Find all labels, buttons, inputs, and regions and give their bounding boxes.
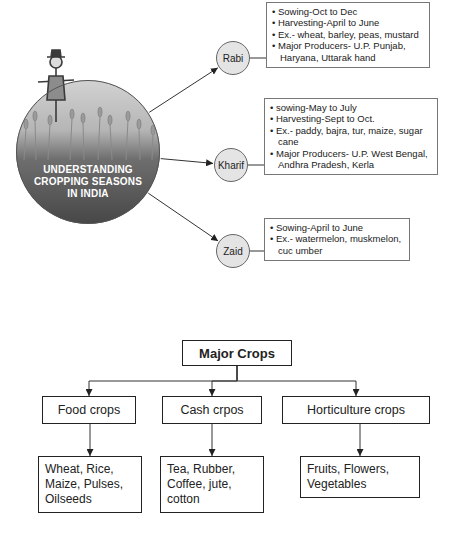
season-box: • sowing-May to July• Harvesting-Sept to… (264, 98, 438, 175)
scarecrow (38, 50, 74, 122)
season-detail: • Ex.- paddy, bajra, tur, maize, sugar c… (270, 125, 432, 148)
connector-arrow (161, 159, 213, 164)
root-heading: Major Crops (199, 346, 275, 361)
connector-line (250, 58, 266, 59)
crop-list: Tea, Rubber, Coffee, jute, cotton (167, 462, 257, 507)
connector-arrow (90, 424, 91, 456)
connector-arrow (237, 366, 356, 396)
season-name: Zaid (223, 246, 242, 257)
season-name: Rabi (223, 53, 244, 64)
field-circle (16, 80, 160, 224)
crop-list: Fruits, Flowers, Vegetables (307, 462, 413, 492)
category-box: Horticulture crops (282, 396, 430, 424)
connector-line (250, 251, 264, 252)
root-box: Major Crops (182, 340, 292, 366)
crop-list-box: Fruits, Flowers, Vegetables (300, 456, 420, 498)
title-text: UNDERSTANDING CROPPING SEASONS IN INDIA (32, 164, 144, 200)
season-name: Kharif (218, 160, 244, 171)
connector-arrow (149, 68, 218, 113)
crop-list-box: Tea, Rubber, Coffee, jute, cotton (160, 456, 264, 513)
connector-arrow (148, 193, 218, 241)
season-detail: • Sowing-Oct to Dec (272, 6, 424, 17)
title-circle: UNDERSTANDING CROPPING SEASONS IN INDIA (16, 80, 160, 224)
connector-line (248, 165, 264, 166)
season-detail: • Harvesting-Sept to Oct. (270, 113, 432, 124)
category-name: Food crops (58, 403, 121, 417)
connector-arrow (212, 424, 213, 456)
season-detail: • sowing-May to July (270, 102, 432, 113)
season-detail: • Major Producers- U.P. Punjab, Haryana,… (272, 40, 424, 63)
season-detail: • Major Producers- U.P. West Bengal, And… (270, 148, 432, 171)
season-box: • Sowing-April to June• Ex.- watermelon,… (264, 218, 410, 261)
circle-outline (16, 80, 160, 224)
crop-list: Wheat, Rice, Maize, Pulses, Oilseeds (45, 462, 135, 507)
season-detail: • Harvesting-April to June (272, 17, 424, 28)
season-detail: • Sowing-April to June (270, 222, 404, 233)
category-box: Food crops (42, 396, 136, 424)
wheat-stalks (24, 107, 155, 160)
crop-list-box: Wheat, Rice, Maize, Pulses, Oilseeds (38, 456, 142, 513)
connector-arrow (360, 424, 361, 456)
category-name: Horticulture crops (307, 403, 405, 417)
season-circle: Kharif (214, 148, 248, 182)
category-name: Cash crpos (180, 403, 243, 417)
season-detail: • Ex.- watermelon, muskmelon, cuc umber (270, 233, 404, 256)
season-circle: Rabi (216, 41, 250, 75)
season-detail: • Ex.- wheat, barley, peas, mustard (272, 29, 424, 40)
connector-arrow (89, 366, 237, 396)
season-circle: Zaid (216, 234, 250, 268)
category-box: Cash crpos (162, 396, 262, 424)
season-box: • Sowing-Oct to Dec• Harvesting-April to… (266, 2, 430, 68)
connector-arrow (212, 366, 237, 396)
